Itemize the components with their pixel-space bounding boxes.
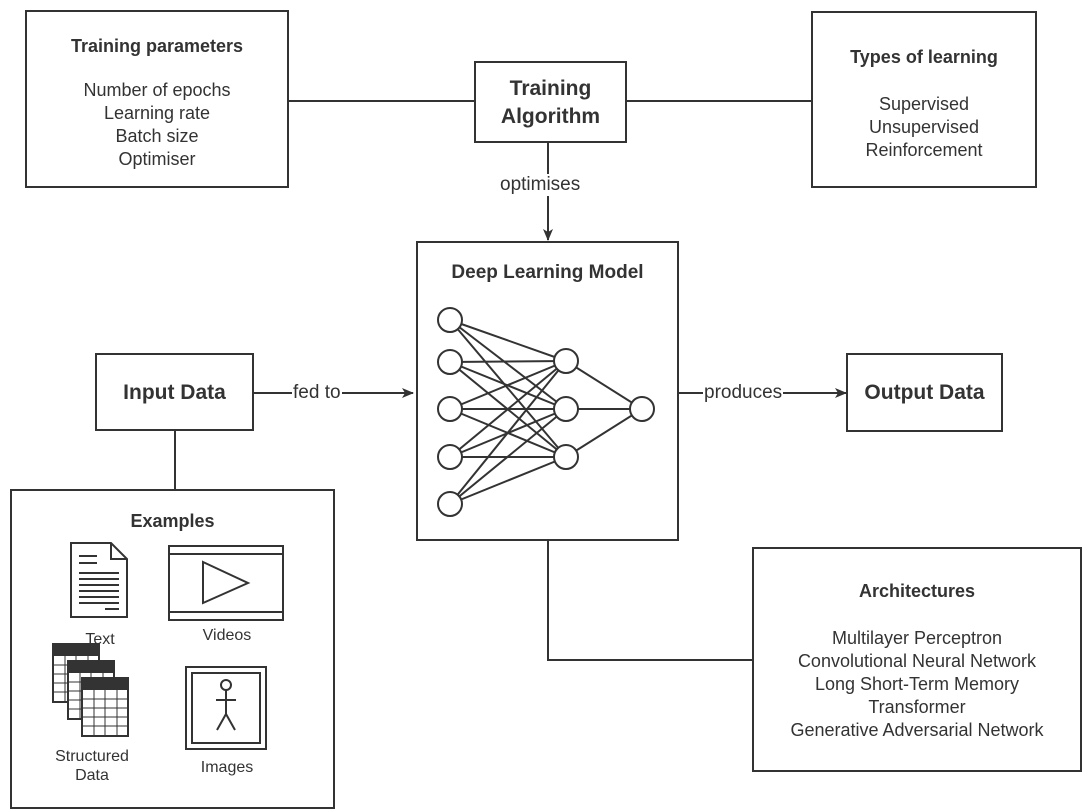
architectures-list: Multilayer Perceptron Convolutional Neur… <box>754 627 1080 742</box>
list-item: Optimiser <box>118 149 196 169</box>
deep-learning-model-title: Deep Learning Model <box>451 262 644 283</box>
list-item: Supervised <box>878 94 970 114</box>
training-algorithm-line1: Training <box>509 77 592 100</box>
training-parameters-box: Training parameters Number of epochs Lea… <box>25 10 289 188</box>
training-algorithm-box: Training Algorithm <box>474 61 627 143</box>
examples-title: Examples <box>130 511 215 531</box>
videos-label: Videos <box>202 627 252 644</box>
output-data-label: Output Data <box>864 381 985 404</box>
edge-label-produces: produces <box>703 382 784 404</box>
input-node <box>437 444 463 470</box>
training-algorithm-label: Training Algorithm <box>476 75 625 131</box>
training-parameters-list: Number of epochs Learning rate Batch siz… <box>27 79 287 171</box>
hidden-node <box>553 348 579 374</box>
list-item: Transformer <box>868 697 966 717</box>
output-node <box>629 396 655 422</box>
types-of-learning-list: Supervised Unsupervised Reinforcement <box>813 93 1035 162</box>
list-item: Multilayer Perceptron <box>831 628 1003 648</box>
training-parameters-title: Training parameters <box>70 36 244 56</box>
video-icon <box>168 545 284 621</box>
structured-data-label-line2: Data <box>75 767 109 784</box>
input-node <box>437 396 463 422</box>
input-node <box>437 349 463 375</box>
list-item: Convolutional Neural Network <box>797 651 1037 671</box>
edge-label-optimises: optimises <box>499 174 582 196</box>
output-data-box: Output Data <box>846 353 1003 432</box>
hidden-node <box>553 444 579 470</box>
images-label: Images <box>200 759 254 776</box>
neural-network-icon <box>437 307 655 517</box>
list-item: Long Short-Term Memory <box>814 674 1020 694</box>
list-item: Number of epochs <box>83 80 231 100</box>
image-icon <box>185 666 267 750</box>
list-item: Generative Adversarial Network <box>790 720 1044 740</box>
input-node <box>437 307 463 333</box>
hidden-node <box>553 396 579 422</box>
structured-data-label-line1: Structured <box>55 748 129 765</box>
document-icon <box>70 542 128 618</box>
edge-label-fed-to: fed to <box>292 382 342 404</box>
edge-model-to-architectures <box>547 540 753 661</box>
input-node <box>437 491 463 517</box>
structured-data-label: Structured Data <box>52 747 132 785</box>
training-algorithm-line2: Algorithm <box>500 105 601 128</box>
input-data-label: Input Data <box>123 381 226 404</box>
list-item: Learning rate <box>103 103 211 123</box>
types-of-learning-title: Types of learning <box>850 47 998 67</box>
structured-data-icon <box>52 643 129 737</box>
list-item: Reinforcement <box>865 140 983 160</box>
architectures-box: Architectures Multilayer Perceptron Conv… <box>752 547 1082 772</box>
types-of-learning-box: Types of learning Supervised Unsupervise… <box>811 11 1037 188</box>
architectures-title: Architectures <box>858 581 976 601</box>
input-data-box: Input Data <box>95 353 254 431</box>
examples-box: Examples Text Videos <box>10 489 335 809</box>
list-item: Unsupervised <box>868 117 980 137</box>
deep-learning-model-box: Deep Learning Model <box>416 241 679 541</box>
list-item: Batch size <box>115 126 199 146</box>
